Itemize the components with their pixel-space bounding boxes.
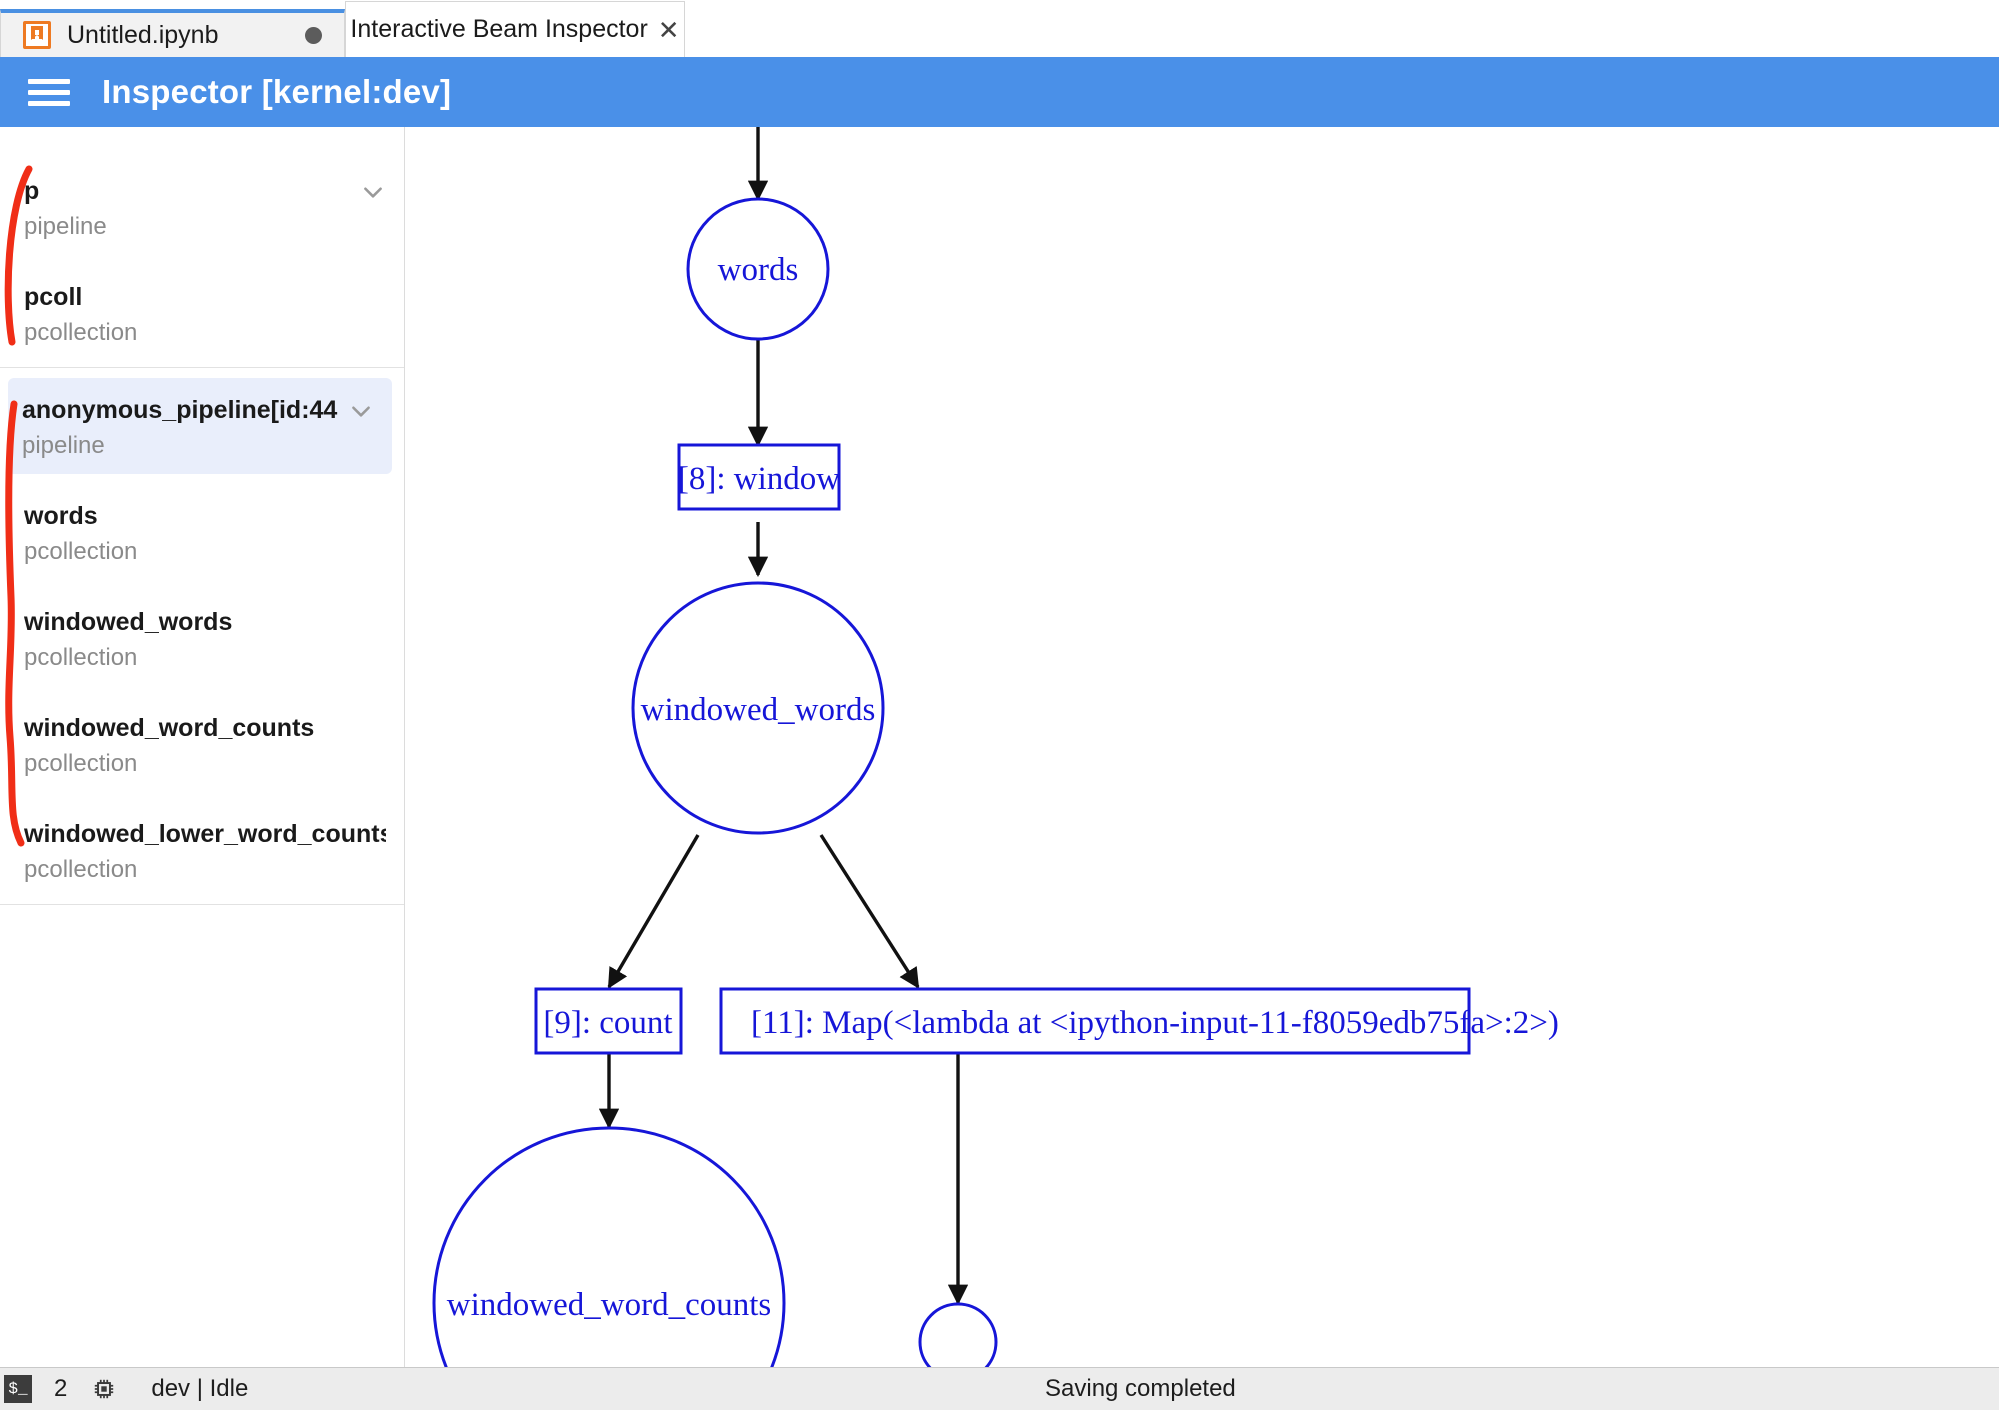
sidebar-group-anonymous-pipeline: anonymous_pipeline[id:44516… pipeline wo… <box>0 378 404 904</box>
node-label: windowed_word_counts <box>447 1287 771 1323</box>
inspector-body: p pipeline pcoll pcollection anonymous_p… <box>0 127 1999 1367</box>
graph-node-windowed-word-counts[interactable]: windowed_word_counts <box>432 1126 786 1367</box>
graph-node-words[interactable]: words <box>686 197 830 341</box>
graph-node-unnamed-small[interactable] <box>918 1302 998 1367</box>
node-shape-circle <box>631 581 885 835</box>
sidebar-item-type: pcollection <box>24 644 138 671</box>
node-label: words <box>718 252 799 288</box>
node-shape-box <box>677 443 841 511</box>
sidebar-item-p[interactable]: p pipeline <box>0 127 404 261</box>
sidebar-item-label: anonymous_pipeline[id:44516… <box>22 396 338 424</box>
status-bar: $_ 2 dev | Idle Saving completed <box>0 1367 1999 1410</box>
chip-icon[interactable] <box>91 1376 117 1402</box>
sidebar-item-windowed-lower-word-counts[interactable]: windowed_lower_word_counts pcollection <box>0 798 404 904</box>
node-shape-box <box>719 987 1471 1055</box>
inspector-sidebar: p pipeline pcoll pcollection anonymous_p… <box>0 127 405 1367</box>
edge-windowed-words-to-map <box>819 834 920 989</box>
node-label: [9]: count <box>543 1005 672 1041</box>
close-icon[interactable]: ✕ <box>657 14 680 45</box>
terminal-icon[interactable]: $_ <box>4 1375 32 1403</box>
inspector-header: Inspector [kernel:dev] <box>0 57 1999 127</box>
sidebar-item-type: pipeline <box>22 432 105 459</box>
notebook-icon <box>23 21 51 49</box>
edge-windowed-words-to-count <box>607 834 700 989</box>
tab-bar: Untitled.ipynb Interactive Beam Inspecto… <box>0 0 1999 57</box>
chevron-down-icon[interactable] <box>360 179 386 205</box>
node-label: [8]: window <box>678 461 840 497</box>
sidebar-item-words[interactable]: words pcollection <box>0 480 404 586</box>
tab-label: Interactive Beam Inspector <box>350 15 648 43</box>
sidebar-item-type: pcollection <box>24 856 138 883</box>
kernel-status[interactable]: dev | Idle <box>151 1375 249 1402</box>
graph-node-window[interactable]: [8]: window <box>677 443 841 511</box>
sidebar-item-type: pcollection <box>24 750 138 777</box>
graph-node-count[interactable]: [9]: count <box>534 987 683 1055</box>
node-shape-circle <box>686 197 830 341</box>
sidebar-item-type: pcollection <box>24 319 138 346</box>
sidebar-item-label: windowed_word_counts <box>24 714 315 742</box>
save-status: Saving completed <box>1045 1375 1236 1402</box>
node-shape-box <box>534 987 683 1055</box>
tab-label: Untitled.ipynb <box>67 20 219 49</box>
pipeline-graph-svg: words [8]: window windowed_words [9]: co… <box>432 127 1559 1367</box>
sidebar-item-label: p <box>24 177 40 205</box>
node-shape-circle <box>918 1302 998 1367</box>
tab-untitled-notebook[interactable]: Untitled.ipynb <box>0 9 345 57</box>
sidebar-group-p: p pipeline pcoll pcollection <box>0 127 404 367</box>
node-label: [11]: Map(<lambda at <ipython-input-11-f… <box>751 1005 1559 1041</box>
node-shape-circle <box>432 1126 786 1367</box>
sidebar-item-windowed-words[interactable]: windowed_words pcollection <box>0 586 404 692</box>
page-title: Inspector [kernel:dev] <box>102 73 452 110</box>
pipeline-graph-canvas[interactable]: words [8]: window windowed_words [9]: co… <box>406 127 1999 1367</box>
tab-interactive-beam-inspector[interactable]: Interactive Beam Inspector ✕ <box>345 1 685 57</box>
graph-node-map[interactable]: [11]: Map(<lambda at <ipython-input-11-f… <box>719 987 1559 1055</box>
sidebar-item-label: windowed_words <box>24 608 233 636</box>
chevron-down-icon[interactable] <box>348 398 374 424</box>
sidebar-item-type: pipeline <box>24 213 107 240</box>
sidebar-item-anonymous-pipeline[interactable]: anonymous_pipeline[id:44516… pipeline <box>8 378 392 474</box>
sidebar-item-label: words <box>24 502 98 530</box>
graph-node-windowed-words[interactable]: windowed_words <box>631 581 885 835</box>
sidebar-item-label: windowed_lower_word_counts <box>24 820 386 848</box>
sidebar-item-type: pcollection <box>24 538 138 565</box>
sidebar-divider <box>0 904 404 905</box>
graph-edges <box>598 127 969 1306</box>
unsaved-indicator-dot[interactable] <box>305 26 322 44</box>
terminal-count: 2 <box>54 1375 68 1402</box>
node-label: windowed_words <box>641 692 876 728</box>
sidebar-item-label: pcoll <box>24 283 83 311</box>
hamburger-icon[interactable] <box>28 73 70 112</box>
sidebar-divider <box>0 367 404 368</box>
sidebar-item-windowed-word-counts[interactable]: windowed_word_counts pcollection <box>0 692 404 798</box>
sidebar-item-pcoll[interactable]: pcoll pcollection <box>0 261 404 367</box>
